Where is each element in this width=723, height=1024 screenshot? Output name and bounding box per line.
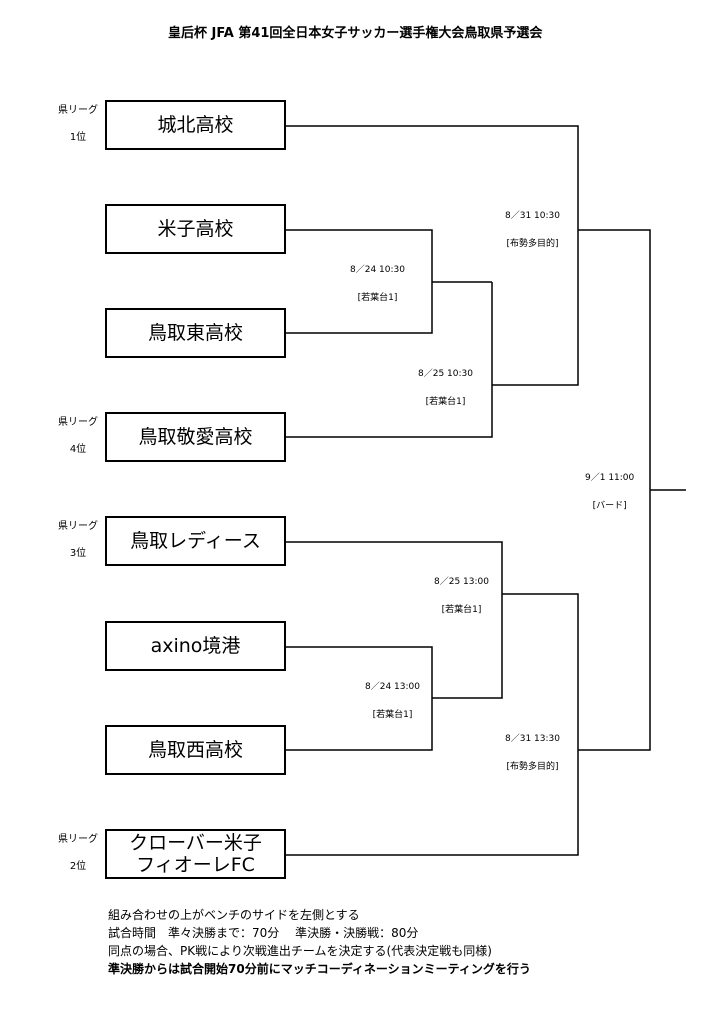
match-venue: [若葉台1]: [372, 710, 413, 720]
match-venue: [若葉台1]: [441, 605, 482, 615]
team-box-jouhoku: 城北高校: [105, 100, 286, 150]
seed-league: 県リーグ: [58, 417, 98, 428]
team-box-tottori-nishi: 鳥取西高校: [105, 725, 286, 775]
match-datetime: 8／25 13:00: [434, 577, 489, 587]
bracket-line-m6: [286, 593, 579, 856]
match-venue: [若葉台1]: [357, 293, 398, 303]
team-name: 鳥取レディース: [130, 530, 261, 552]
team-box-tottori-keiai: 鳥取敬愛高校: [105, 412, 286, 462]
match-label-m4: 8／25 13:00 [若葉台1]: [434, 576, 489, 616]
match-datetime: 8／24 10:30: [350, 265, 405, 275]
team-name: クローバー米子: [129, 832, 262, 854]
match-datetime: 8／25 10:30: [418, 369, 473, 379]
tournament-title: 皇后杯 JFA 第41回全日本女子サッカー選手権大会鳥取県予選会: [168, 26, 543, 41]
team-box-clover-yonago: クローバー米子 フィオーレFC: [105, 829, 286, 879]
tournament-notes: 組み合わせの上がベンチのサイドを左側とする 試合時間 準々決勝まで：70分 準決…: [108, 906, 531, 978]
seed-label-3: 県リーグ 3位: [54, 520, 102, 561]
team-box-tottori-ladies: 鳥取レディース: [105, 516, 286, 566]
match-datetime: 9／1 11:00: [585, 473, 635, 483]
match-venue: [バード]: [592, 501, 627, 511]
team-box-tottori-higashi: 鳥取東高校: [105, 308, 286, 358]
seed-label-4: 県リーグ 4位: [54, 416, 102, 457]
team-name: 鳥取西高校: [147, 739, 243, 761]
match-label-final: 9／1 11:00 [バード]: [585, 472, 634, 512]
seed-rank: 1位: [69, 132, 87, 143]
seed-rank: 3位: [69, 548, 87, 559]
match-label-m6: 8／31 13:30 [布勢多目的]: [505, 733, 560, 773]
note-line-bold: 準決勝からは試合開始70分前にマッチコーディネーションミーティングを行う: [108, 962, 531, 976]
match-datetime: 8／31 10:30: [505, 211, 560, 221]
note-line: 試合時間 準々決勝まで：70分 準決勝・決勝戦：80分: [108, 926, 419, 940]
seed-label-1: 県リーグ 1位: [54, 104, 102, 145]
seed-league: 県リーグ: [58, 834, 98, 845]
seed-league: 県リーグ: [58, 105, 98, 116]
match-datetime: 8／31 13:30: [505, 734, 560, 744]
match-label-m1: 8／24 10:30 [若葉台1]: [350, 264, 405, 304]
team-name-line2: フィオーレFC: [136, 854, 255, 876]
match-datetime: 8／24 13:00: [365, 682, 420, 692]
note-line: 同点の場合、PK戦により次戦進出チームを決定する(代表決定戦も同様): [108, 944, 492, 958]
match-venue: [若葉台1]: [425, 397, 466, 407]
bracket-line-m4: [286, 541, 503, 699]
match-venue: [布勢多目的]: [506, 762, 559, 772]
team-name: 鳥取東高校: [147, 322, 243, 344]
bracket-line-m2b: [286, 282, 493, 438]
note-line: 組み合わせの上がベンチのサイドを左側とする: [108, 908, 360, 922]
team-box-axino-sakaiminato: axino境港: [105, 621, 286, 671]
team-name: 城北高校: [157, 114, 234, 136]
team-name: 鳥取敬愛高校: [138, 426, 253, 448]
match-label-m2: 8／25 10:30 [若葉台1]: [418, 368, 473, 408]
seed-rank: 4位: [69, 444, 87, 455]
team-name: 米子高校: [157, 218, 234, 240]
bracket-line-m3: [286, 125, 579, 386]
match-venue: [布勢多目的]: [506, 239, 559, 249]
seed-label-2: 県リーグ 2位: [54, 833, 102, 874]
match-label-m3: 8／31 10:30 [布勢多目的]: [505, 210, 560, 250]
seed-league: 県リーグ: [58, 521, 98, 532]
team-name: axino境港: [150, 635, 241, 657]
seed-rank: 2位: [69, 861, 87, 872]
team-box-yonago: 米子高校: [105, 204, 286, 254]
match-label-m5: 8／24 13:00 [若葉台1]: [365, 681, 420, 721]
